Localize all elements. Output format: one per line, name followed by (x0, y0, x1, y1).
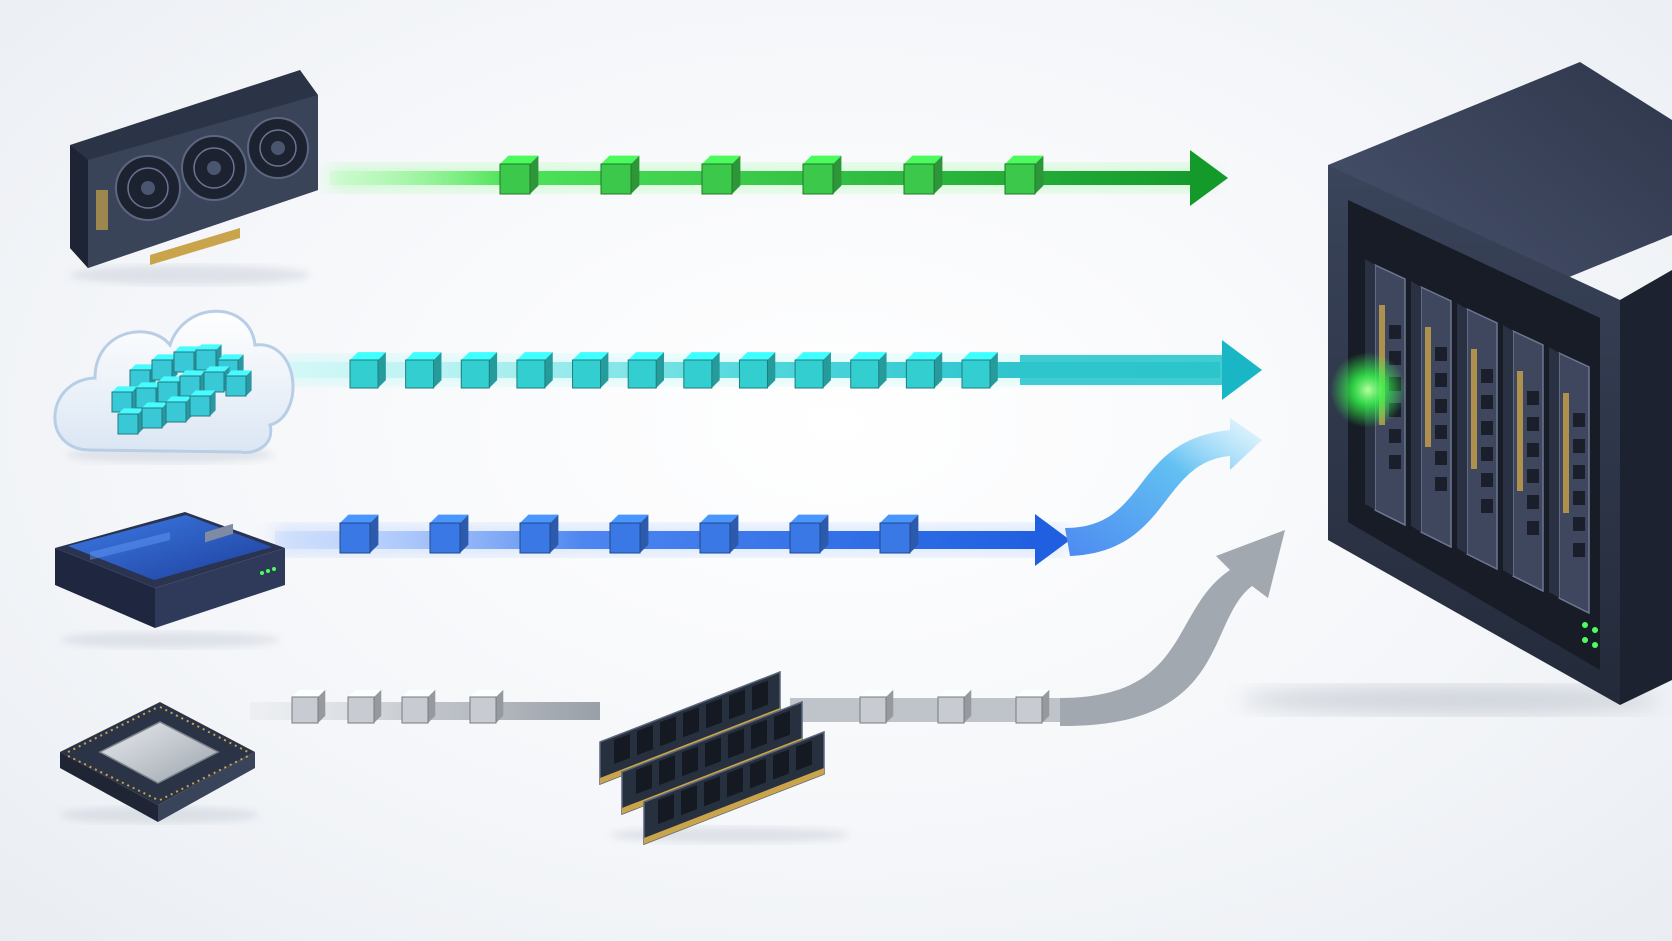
cloud-cube (189, 390, 216, 417)
packet-cpu (401, 689, 436, 724)
server-input-glow (1330, 352, 1406, 428)
packet-ssd (609, 514, 649, 554)
packet-gpu (499, 155, 539, 195)
server-gpu-card (1549, 347, 1590, 615)
packet-cpu (469, 689, 504, 724)
server-gpu-card (1457, 303, 1498, 571)
server-status-leds (1582, 622, 1598, 648)
packet-ssd (429, 514, 469, 554)
packet-cloud (516, 352, 553, 389)
flow-cloud-to-server (280, 340, 1262, 400)
ram-stick (643, 730, 825, 846)
cpu-chip-icon (60, 702, 260, 823)
packet-cpu (937, 689, 972, 724)
cloud-cube (225, 370, 252, 397)
arrowhead-gpu (1190, 150, 1228, 206)
packet-cloud (627, 352, 665, 389)
flow-gpu-to-server (330, 150, 1228, 206)
packet-gpu (600, 155, 640, 195)
packet-ssd (789, 514, 829, 554)
cloud-storage-icon (53, 309, 295, 463)
packet-cpu (347, 689, 382, 724)
packet-cpu (291, 689, 326, 724)
packet-ssd (699, 514, 739, 554)
cloud-cube (117, 408, 144, 435)
packets-cloud (349, 352, 998, 389)
gpu-server-icon (1240, 62, 1672, 714)
arrowhead-ssd (1035, 514, 1070, 566)
packet-cloud (405, 352, 442, 389)
packet-gpu (903, 155, 943, 195)
packets-ssd (339, 514, 919, 554)
cloud-cube (141, 402, 168, 429)
packet-cloud (460, 352, 498, 389)
packet-cloud (905, 352, 943, 389)
packet-cloud (683, 352, 720, 389)
cloud-cube (195, 344, 222, 371)
packet-ssd (519, 514, 559, 554)
server-gpu-card (1503, 325, 1544, 593)
cloud-cube (111, 386, 138, 413)
ssd-drive-icon (55, 512, 285, 648)
packet-gpu (1004, 155, 1044, 195)
flow-cpu-to-server (250, 530, 1285, 727)
packet-cloud (794, 352, 831, 389)
curve-cpu-to-server (1060, 530, 1285, 727)
packet-cloud (349, 352, 386, 389)
packet-cloud (961, 352, 998, 389)
cloud-cube (165, 396, 192, 423)
arrowhead-cloud (1222, 340, 1262, 400)
packet-ssd (879, 514, 919, 554)
ram-modules-icon (599, 670, 850, 846)
graphics-card-icon (70, 70, 318, 285)
packet-cloud (572, 352, 609, 389)
packets-gpu (499, 155, 1044, 195)
packets-cpu (291, 689, 1050, 724)
packet-cloud (738, 352, 776, 389)
cloud-data-cubes (111, 344, 252, 435)
packet-cpu (859, 689, 894, 724)
packet-cpu (1015, 689, 1050, 724)
server-gpu-card (1411, 281, 1452, 549)
packet-gpu (802, 155, 842, 195)
packet-gpu (701, 155, 741, 195)
curve-ssd-to-server (1065, 418, 1262, 556)
packet-ssd (339, 514, 379, 554)
packet-cloud (850, 352, 887, 389)
flow-ssd-to-server (275, 418, 1262, 566)
